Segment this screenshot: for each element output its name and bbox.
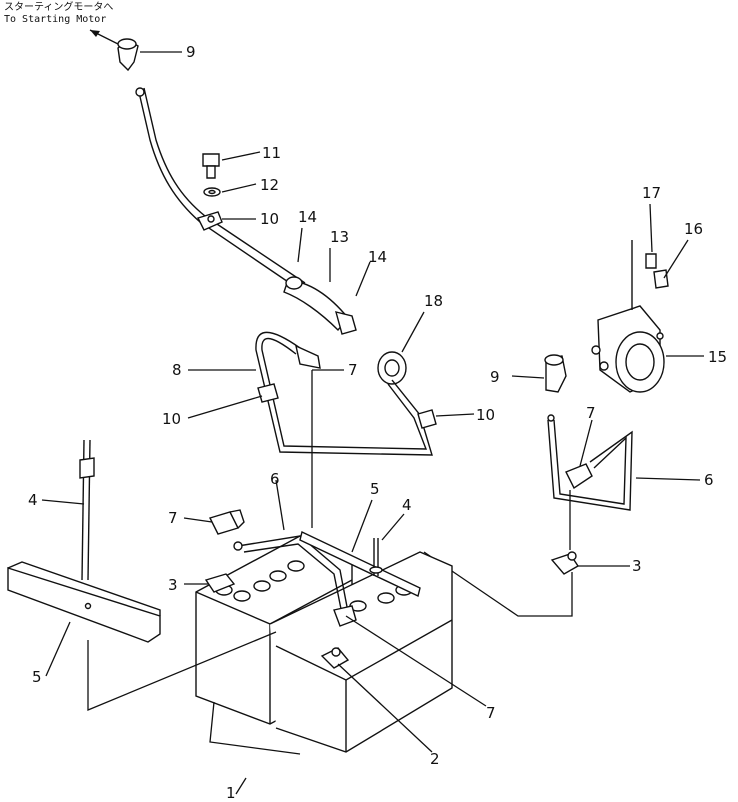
callout-3-left: 3	[168, 576, 178, 594]
callout-14-left: 14	[298, 208, 317, 226]
callout-7-left: 7	[168, 509, 178, 527]
callout-6-right: 6	[704, 471, 714, 489]
note-english: To Starting Motor	[4, 14, 106, 25]
clip-upper	[197, 211, 223, 231]
battery-cable-link	[233, 535, 357, 627]
terminal-cover	[209, 509, 245, 535]
callout-9-upper: 9	[186, 43, 196, 61]
terminal-bottom	[320, 647, 350, 669]
callout-10-right: 10	[476, 406, 495, 424]
callout-1: 1	[226, 784, 236, 802]
terminal-left	[204, 573, 236, 593]
leader-switch-to-battery	[423, 551, 573, 617]
callout-4-left: 4	[28, 491, 38, 509]
callout-7-right: 7	[586, 404, 596, 422]
callout-12: 12	[260, 176, 279, 194]
callout-7-loop: 7	[348, 361, 358, 379]
leader-bracket-to-battery	[87, 631, 277, 711]
callout-10-upper: 10	[260, 210, 279, 228]
callout-6-center: 6	[270, 470, 280, 488]
cable-right	[547, 414, 633, 511]
bolt	[202, 153, 220, 179]
screw-16	[653, 269, 669, 289]
cap-right	[544, 354, 567, 393]
callout-14-right: 14	[368, 248, 387, 266]
bolt-small	[369, 538, 383, 576]
callout-9-right: 9	[490, 368, 500, 386]
callout-3-right: 3	[632, 557, 642, 575]
callout-2: 2	[430, 750, 440, 768]
callout-5-left: 5	[32, 668, 42, 686]
callout-7-lower: 7	[486, 704, 496, 722]
clip-left	[257, 383, 279, 403]
clip-right	[417, 409, 437, 429]
battery-right	[269, 551, 453, 753]
callout-17: 17	[642, 184, 661, 202]
callout-5-center: 5	[370, 480, 380, 498]
callout-15: 15	[708, 348, 727, 366]
cable-loop	[255, 331, 433, 456]
screw-17	[645, 253, 657, 269]
note-japanese: スターティングモータへ	[4, 0, 113, 13]
leader-battery-set	[209, 701, 301, 755]
bracket	[7, 561, 161, 643]
battery-caps	[215, 560, 413, 612]
terminal-right	[550, 551, 579, 575]
callout-13: 13	[330, 228, 349, 246]
callout-8: 8	[172, 361, 182, 379]
grommet	[377, 351, 407, 385]
callout-16: 16	[684, 220, 703, 238]
rod-long	[79, 439, 95, 581]
protector-tube	[283, 276, 357, 335]
callout-10-left: 10	[162, 410, 181, 428]
callout-4-center: 4	[402, 496, 412, 514]
cap-upper	[117, 38, 139, 72]
washer	[203, 187, 221, 197]
callout-11: 11	[262, 144, 281, 162]
starter-cable	[135, 87, 306, 291]
callout-18: 18	[424, 292, 443, 310]
disconnect-switch	[591, 240, 665, 393]
